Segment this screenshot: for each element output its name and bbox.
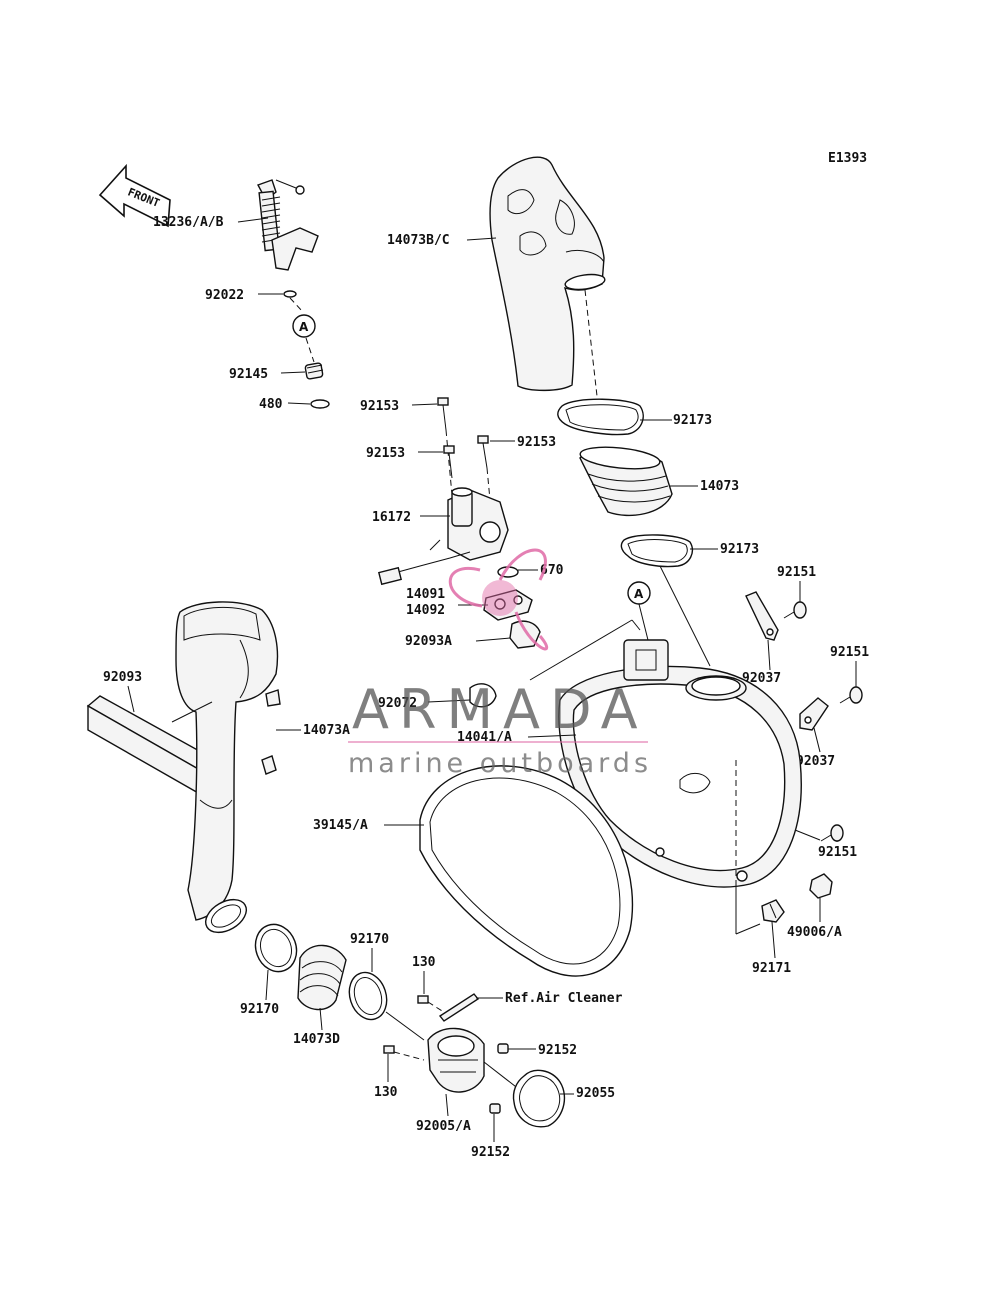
bolt-92151-mid <box>839 686 863 704</box>
clamp-92170-left <box>254 923 298 973</box>
label-92152-upper: 92152 <box>538 1043 577 1058</box>
nut-92152-lower <box>489 1103 501 1114</box>
watermark-tagline: marine outboards <box>348 748 652 779</box>
label-92173-lower: 92173 <box>720 542 759 557</box>
label-ref-air-cleaner: Ref.Air Cleaner <box>505 991 623 1006</box>
rod-ref-air-cleaner <box>438 993 480 1022</box>
label-92151-upper: 92151 <box>777 565 816 580</box>
label-92093a: 92093A <box>405 634 452 649</box>
label-16172: 16172 <box>372 510 411 525</box>
housing-92005 <box>427 1027 485 1093</box>
label-130-lower: 130 <box>374 1085 398 1100</box>
coupling-14073d <box>297 944 347 1011</box>
ref-marker-a-mid: A <box>627 581 651 605</box>
label-14091: 14091 <box>406 587 445 602</box>
svg-text:A: A <box>634 587 644 601</box>
label-14073: 14073 <box>700 479 739 494</box>
label-13236: 13236/A/B <box>153 215 224 230</box>
label-92005: 92005/A <box>416 1119 471 1134</box>
gasket-92055 <box>512 1069 566 1128</box>
fitting-92171 <box>761 899 785 923</box>
label-92153-a: 92153 <box>360 399 399 414</box>
label-92037-lower: 92037 <box>796 754 835 769</box>
grommet-92145 <box>304 362 324 380</box>
bolt-92151-lower <box>820 824 844 842</box>
air-duct-14073a <box>175 601 281 934</box>
bolt-92153-b <box>443 445 455 479</box>
armada-logo-icon <box>448 548 549 651</box>
label-49006: 49006/A <box>787 925 842 940</box>
label-92151-lower: 92151 <box>818 845 857 860</box>
label-130-upper: 130 <box>412 955 436 970</box>
air-duct-14073bc <box>489 156 606 392</box>
plate-14091-14092 <box>483 589 533 621</box>
drive-belt-39145 <box>419 765 634 977</box>
throttle-body-16172 <box>377 487 509 586</box>
o-ring-92022 <box>283 290 297 298</box>
label-92170-left: 92170 <box>240 1002 279 1017</box>
label-92153-c: 92153 <box>517 435 556 450</box>
bolt-92151-upper <box>783 601 807 619</box>
bracket-92037-lower <box>799 697 829 731</box>
label-92055: 92055 <box>576 1086 615 1101</box>
label-480: 480 <box>259 397 283 412</box>
bolt-92153-c <box>477 435 489 469</box>
label-92152-lower: 92152 <box>471 1145 510 1160</box>
label-92151-mid: 92151 <box>830 645 869 660</box>
throttle-cable-part <box>257 179 319 271</box>
converter-cover-14041 <box>558 639 802 888</box>
label-92072: 92072 <box>378 696 417 711</box>
label-39145: 39145/A <box>313 818 368 833</box>
clamp-92170-right <box>348 971 388 1021</box>
label-14073bc: 14073B/C <box>387 233 450 248</box>
watermark-brand: ARMADA <box>352 678 648 741</box>
bracket-92037-upper <box>745 591 779 641</box>
label-92145: 92145 <box>229 367 268 382</box>
label-14073d: 14073D <box>293 1032 340 1047</box>
bolt-130-lower <box>383 1045 425 1061</box>
nut-92152-upper <box>497 1043 509 1054</box>
clamp-92173-lower <box>620 534 694 568</box>
label-92093: 92093 <box>103 670 142 685</box>
label-92022: 92022 <box>205 288 244 303</box>
label-92153-b: 92153 <box>366 446 405 461</box>
coupling-14073 <box>579 446 673 517</box>
svg-text:A: A <box>299 320 309 334</box>
label-14073a: 14073A <box>303 723 350 738</box>
clamp-92173-upper <box>557 398 644 436</box>
label-14092: 14092 <box>406 603 445 618</box>
ref-marker-a-top: A <box>292 314 316 338</box>
gasket-92072 <box>469 683 497 708</box>
clip-480 <box>310 399 330 409</box>
cap-49006 <box>809 873 833 899</box>
diagram-code: E1393 <box>828 151 867 166</box>
bolt-92153-a <box>437 397 449 431</box>
label-92171: 92171 <box>752 961 791 976</box>
label-92173-upper: 92173 <box>673 413 712 428</box>
label-92170-right: 92170 <box>350 932 389 947</box>
label-92037-upper: 92037 <box>742 671 781 686</box>
